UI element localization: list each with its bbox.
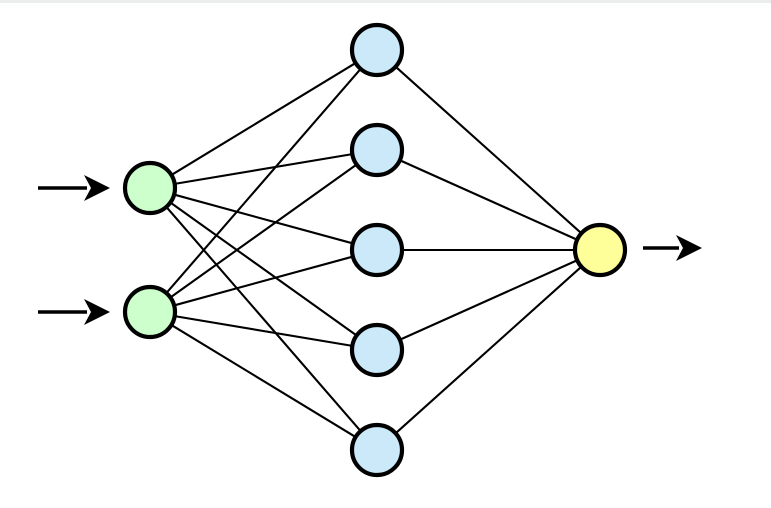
node-h4-hidden[interactable] [349,322,405,378]
edge-i2-h1 [164,66,363,296]
input-arrow-1 [38,175,110,201]
edge-i1-h3 [171,193,356,245]
node-i1-input[interactable] [122,160,178,216]
edge-i1-h1 [169,61,358,177]
input-arrow-2-head [84,299,110,325]
edge-i1-h5 [164,204,363,434]
node-h5-hidden[interactable] [349,422,405,478]
edge-i1-h2 [172,152,355,186]
output-arrow-1 [643,235,702,261]
edge-i2-h2 [168,162,359,300]
output-arrow-1-head [676,235,702,261]
node-h3-hidden[interactable] [349,222,405,278]
node-h2-hidden[interactable] [349,122,405,178]
node-i2-input[interactable] [122,284,178,340]
arrows-group [38,175,702,325]
edge-h1-o1 [393,64,584,236]
edge-i2-h3 [171,255,356,307]
edge-h2-o1 [397,158,580,242]
nodes-group [122,22,628,478]
edge-h5-o1 [393,264,584,436]
input-arrow-2 [38,299,110,325]
top-edge-band [0,0,771,3]
node-o1-output[interactable] [572,222,628,278]
edge-i1-h4 [168,200,359,338]
edge-h4-o1 [397,258,580,342]
node-h1-hidden[interactable] [349,22,405,78]
input-arrow-1-head [84,175,110,201]
edge-i2-h4 [172,314,355,348]
edge-i2-h5 [169,323,358,439]
edges-group [164,61,584,439]
